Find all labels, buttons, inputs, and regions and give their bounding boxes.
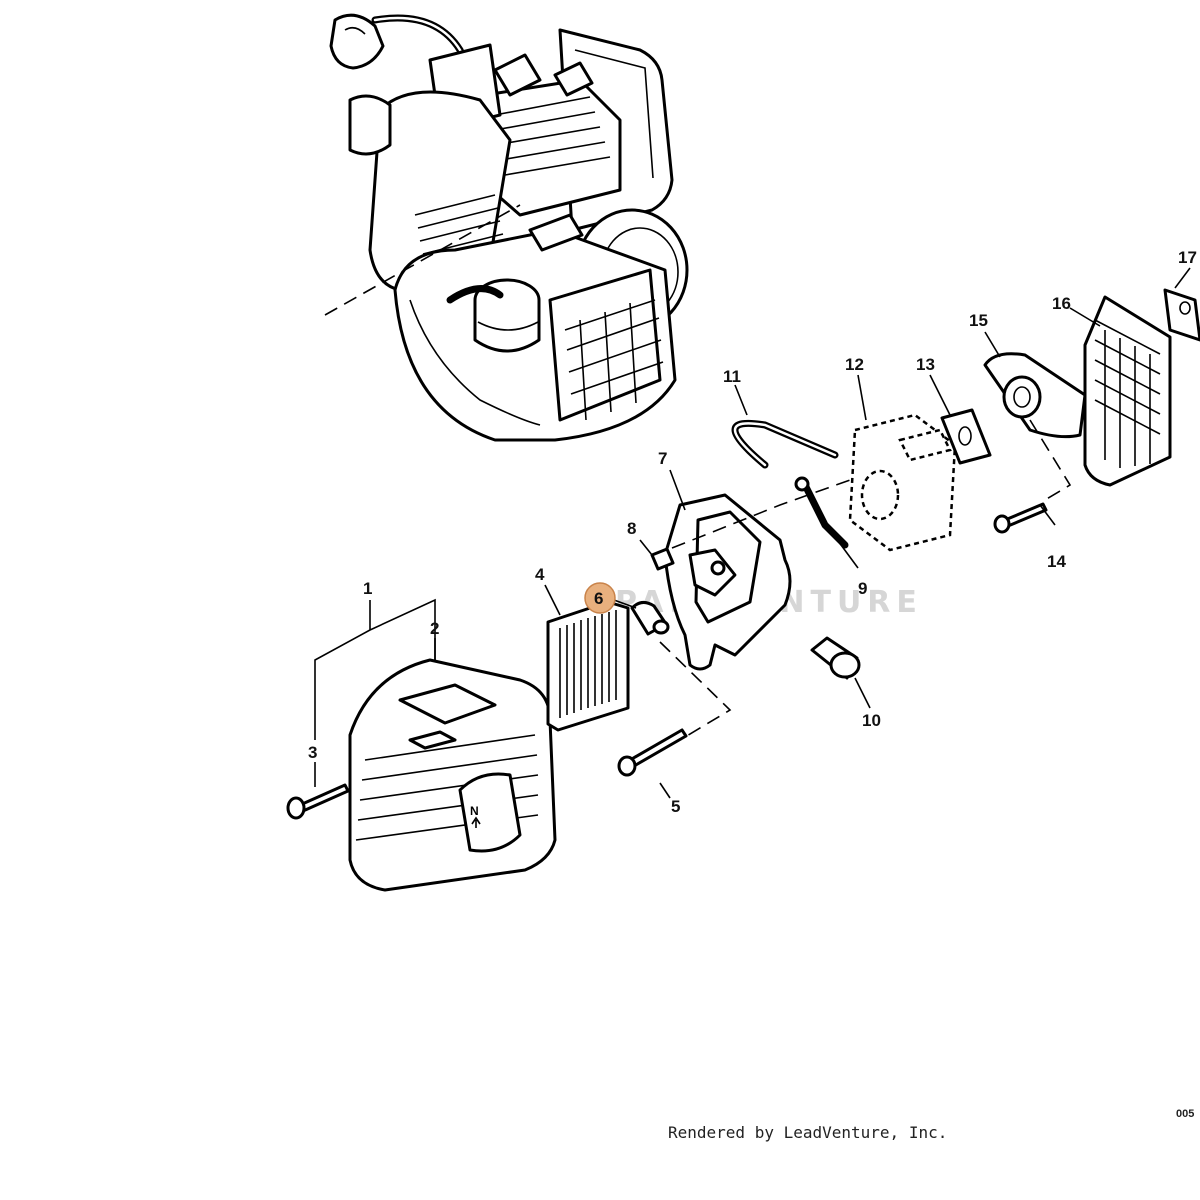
dashed-connector-carb — [671, 479, 851, 549]
part-gasket-17[interactable] — [1163, 288, 1200, 342]
engine-leader — [324, 204, 521, 316]
callout-5[interactable]: 5 — [671, 797, 680, 816]
callout-1[interactable]: 1 — [363, 579, 372, 598]
part-screw-14[interactable] — [993, 502, 1048, 534]
part-gasket-13[interactable] — [940, 408, 992, 465]
dashed-connector-flange — [1029, 419, 1072, 501]
callout-16[interactable]: 16 — [1052, 294, 1071, 313]
callout-8[interactable]: 8 — [627, 519, 636, 538]
callout-10[interactable]: 10 — [862, 711, 881, 730]
part-clip-6[interactable] — [630, 601, 670, 636]
callout-12[interactable]: 12 — [845, 355, 864, 374]
part-air-filter-cover[interactable]: N — [348, 658, 557, 892]
callout-11[interactable]: 11 — [723, 367, 741, 386]
part-fuel-hose-9[interactable] — [794, 476, 849, 549]
callout-17[interactable]: 17 — [1178, 248, 1197, 267]
part-primer-bulb[interactable] — [810, 636, 861, 680]
callout-4[interactable]: 4 — [535, 565, 545, 584]
part-sleeve-8[interactable] — [650, 547, 675, 571]
part-fuel-hose-11[interactable] — [731, 419, 839, 469]
callout-labels[interactable]: 1 2 3 4 5 6 7 8 9 10 11 12 13 14 15 16 1… — [308, 248, 1197, 816]
callout-highlight — [584, 582, 616, 614]
callout-6[interactable]: 6 — [594, 589, 603, 608]
callout-3[interactable]: 3 — [308, 743, 317, 762]
part-flange-15[interactable] — [983, 352, 1087, 439]
callout-14[interactable]: 14 — [1047, 552, 1066, 571]
drawing-code: 005 — [1176, 1108, 1195, 1120]
engine-assembly — [329, 13, 689, 442]
callout-7[interactable]: 7 — [658, 449, 667, 468]
part-air-filter-element[interactable] — [546, 600, 630, 732]
part-base-plate[interactable] — [663, 493, 792, 671]
svg-text:N: N — [470, 804, 479, 818]
render-credit: Rendered by LeadVenture, Inc. — [668, 1123, 948, 1142]
part-carburetor[interactable] — [848, 413, 957, 552]
leader-lines — [314, 267, 1191, 799]
part-heat-shield-16[interactable] — [1083, 295, 1172, 487]
callout-2[interactable]: 2 — [430, 619, 439, 638]
callout-9[interactable]: 9 — [858, 579, 867, 598]
dashed-connector-filter — [659, 641, 732, 741]
part-screw-5[interactable] — [617, 728, 688, 777]
part-screw-3[interactable] — [286, 783, 350, 820]
callout-15[interactable]: 15 — [969, 311, 988, 330]
callout-13[interactable]: 13 — [916, 355, 935, 374]
